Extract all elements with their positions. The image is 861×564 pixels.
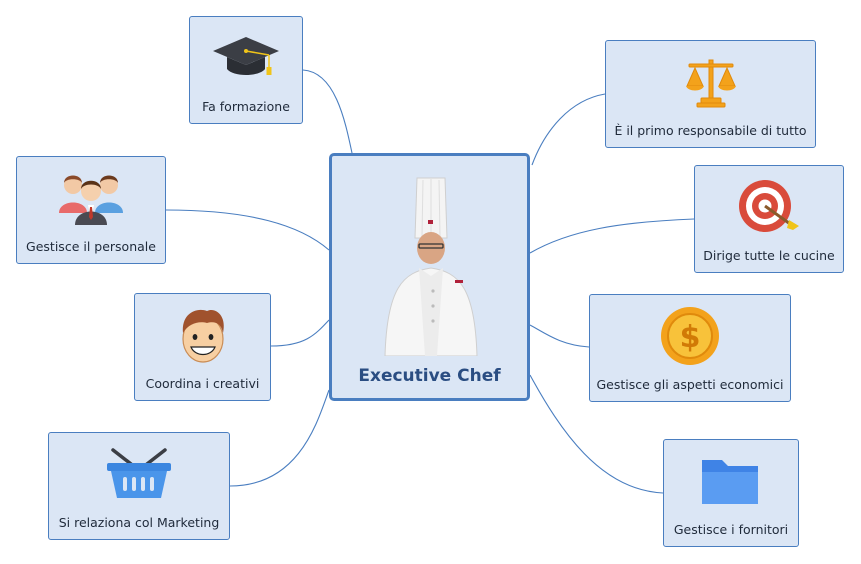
node-dirige-tutte-le-cucine[interactable]: Dirige tutte le cucine: [694, 165, 844, 273]
svg-text:$: $: [680, 320, 701, 355]
node-aspetti-economici[interactable]: $ Gestisce gli aspetti economici: [589, 294, 791, 402]
folder-icon: [664, 440, 798, 522]
dollar-coin-icon: $: [590, 295, 790, 377]
central-node-executive-chef[interactable]: Executive Chef: [329, 153, 530, 401]
graduation-cap-icon: [190, 17, 302, 99]
node-si-relaziona-col-marketing[interactable]: Si relaziona col Marketing: [48, 432, 230, 540]
node-label: Dirige tutte le cucine: [703, 248, 835, 263]
node-label: Fa formazione: [202, 99, 290, 114]
balance-scale-icon: [606, 41, 815, 123]
node-label: Gestisce il personale: [26, 239, 156, 254]
node-label: Gestisce i fornitori: [673, 522, 789, 537]
target-icon: [695, 166, 843, 248]
node-label: Gestisce gli aspetti economici: [596, 377, 784, 392]
node-coordina-i-creativi[interactable]: Coordina i creativi: [134, 293, 271, 401]
node-gestisce-il-personale[interactable]: Gestisce il personale: [16, 156, 166, 264]
chef-photo: [375, 176, 485, 360]
central-title: Executive Chef: [358, 366, 501, 386]
shopping-basket-icon: [49, 433, 229, 515]
node-fa-formazione[interactable]: Fa formazione: [189, 16, 303, 124]
node-label: Coordina i creativi: [145, 376, 260, 391]
smiling-face-icon: [135, 294, 270, 376]
node-primo-responsabile[interactable]: È il primo responsabile di tutto: [605, 40, 816, 148]
node-label: È il primo responsabile di tutto: [614, 123, 807, 138]
node-label: Si relaziona col Marketing: [58, 515, 220, 530]
node-gestisce-i-fornitori[interactable]: Gestisce i fornitori: [663, 439, 799, 547]
team-people-icon: [17, 157, 165, 239]
